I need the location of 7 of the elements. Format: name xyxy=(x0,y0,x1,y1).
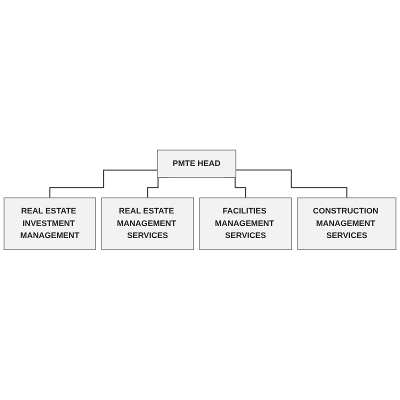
node-box: CONSTRUCTION MANAGEMENT SERVICES xyxy=(297,198,396,250)
node-box: PMTE HEAD xyxy=(157,150,236,178)
node-box: REAL ESTATE INVESTMENT MANAGEMENT xyxy=(4,198,96,250)
connector xyxy=(49,170,158,198)
node-box: REAL ESTATE MANAGEMENT SERVICES xyxy=(101,198,194,250)
node-box: FACILITIES MANAGEMENT SERVICES xyxy=(199,198,292,250)
connector xyxy=(236,170,348,198)
